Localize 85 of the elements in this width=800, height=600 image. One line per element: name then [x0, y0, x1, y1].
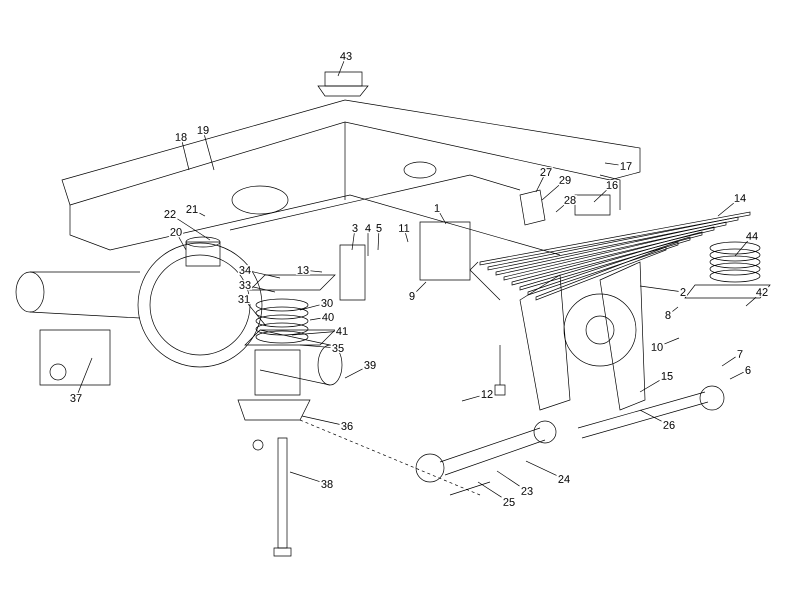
callout-number: 26	[662, 420, 676, 430]
leader-line	[378, 232, 380, 250]
leader-line	[462, 396, 480, 402]
callout-number: 24	[556, 474, 572, 484]
callout-number: 2	[678, 287, 688, 297]
callout-number: 13	[296, 265, 310, 275]
callout-number: 12	[480, 389, 494, 399]
callout-number: 36	[340, 421, 354, 431]
leader-line	[300, 344, 331, 348]
leader-line	[722, 356, 736, 366]
leader-line	[177, 218, 210, 240]
leader-line	[204, 134, 214, 170]
leader-line	[338, 60, 344, 76]
callout-number: 29	[558, 175, 572, 185]
leader-line	[440, 212, 446, 224]
leader-line	[344, 368, 363, 378]
leader-line	[542, 184, 560, 200]
callout-number: 27	[538, 167, 554, 177]
leader-line	[78, 358, 92, 394]
callout-number: 5	[374, 223, 384, 233]
callout-number: 22	[162, 209, 178, 219]
callout-number: 19	[196, 125, 210, 135]
callout-number: 34	[238, 265, 252, 275]
leader-line	[730, 372, 744, 380]
leader-line	[252, 271, 280, 278]
leader-line	[718, 202, 734, 216]
leader-line	[496, 470, 520, 486]
leader-line	[746, 296, 756, 306]
callout-number: 20	[168, 227, 184, 237]
callout-number: 15	[660, 371, 674, 381]
callout-number: 4	[364, 223, 372, 233]
callout-number: 7	[736, 349, 744, 359]
callout-number: 6	[744, 365, 752, 375]
callout-number: 16	[604, 180, 620, 190]
leader-line	[290, 472, 320, 482]
leader-line	[252, 286, 276, 292]
leader-line	[640, 410, 662, 422]
leader-line	[664, 338, 680, 344]
callout-number: 17	[618, 161, 634, 171]
leader-line	[640, 380, 660, 392]
leader-line	[405, 232, 408, 242]
callout-number: 1	[432, 203, 442, 213]
callout-number: 42	[754, 287, 770, 297]
callout-number: 21	[184, 204, 200, 214]
leader-line	[199, 212, 206, 216]
callout-number: 35	[330, 343, 346, 353]
callout-number: 9	[408, 291, 416, 301]
callout-number: 28	[562, 195, 578, 205]
callout-number: 25	[502, 497, 516, 507]
leader-line	[352, 232, 355, 250]
callout-number: 3	[350, 223, 360, 233]
leader-line	[416, 282, 426, 292]
leader-line	[556, 204, 564, 212]
callout-number: 43	[338, 51, 354, 61]
callout-number: 37	[68, 393, 84, 403]
callout-number: 30	[320, 298, 334, 308]
leader-line	[178, 236, 186, 250]
leader-line	[640, 286, 679, 292]
callout-number: 40	[320, 312, 336, 322]
leader-line	[302, 416, 340, 425]
callout-number: 18	[174, 132, 188, 142]
callout-number: 8	[664, 310, 672, 320]
callout-number: 38	[320, 479, 334, 489]
leader-line	[300, 304, 320, 310]
leader-line	[310, 270, 322, 272]
leader-line	[310, 318, 321, 320]
callout-number: 33	[238, 280, 252, 290]
callout-number: 23	[520, 486, 534, 496]
callout-number: 14	[732, 193, 748, 203]
leader-line	[734, 240, 748, 256]
leader-line	[594, 190, 607, 202]
callout-number: 11	[397, 223, 411, 233]
leader-line	[604, 162, 619, 166]
callout-number: 31	[236, 294, 252, 304]
callout-number: 41	[334, 326, 350, 336]
callout-number: 44	[744, 231, 760, 241]
leader-line	[526, 460, 557, 476]
leader-line	[536, 176, 544, 192]
leader-line	[182, 142, 190, 170]
leader-line	[478, 482, 502, 498]
leader-line	[292, 331, 335, 336]
leader-line	[248, 304, 266, 326]
leader-line	[672, 306, 678, 312]
callout-number: 39	[362, 360, 378, 370]
callout-number: 10	[650, 342, 664, 352]
